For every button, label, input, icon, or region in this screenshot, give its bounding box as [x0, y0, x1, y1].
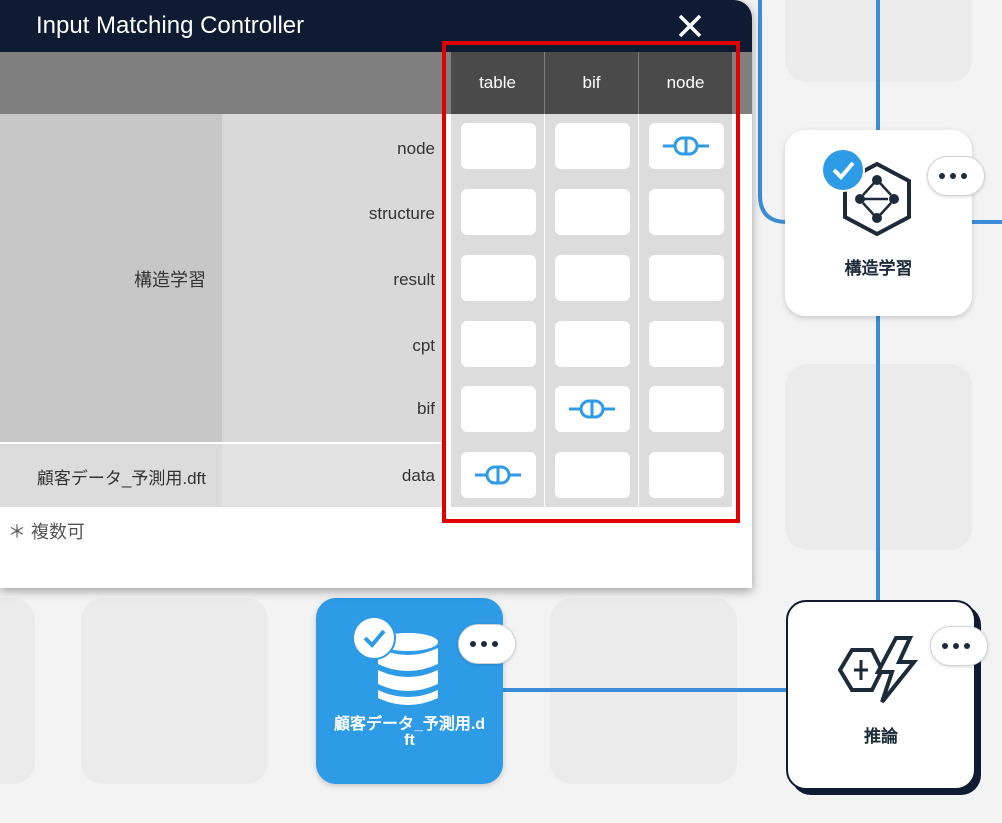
close-icon[interactable]	[676, 12, 704, 40]
canvas-slot	[81, 598, 268, 784]
match-cell-cpt-table[interactable]	[461, 321, 536, 367]
link-icon	[663, 136, 709, 156]
match-cell-cpt-node[interactable]	[649, 321, 724, 367]
ellipsis-icon[interactable]	[458, 624, 516, 664]
port-column	[222, 114, 444, 442]
customer-data-label-line2: ft	[404, 732, 415, 749]
group-name: 顧客データ_予測用.dft	[36, 469, 206, 488]
port-label-bif: bif	[417, 399, 435, 418]
port-label-result: result	[393, 270, 435, 289]
check-icon	[352, 616, 396, 660]
inference-label: 推論	[864, 727, 898, 746]
canvas-slot	[0, 598, 35, 784]
link-icon	[475, 465, 521, 485]
multiple-allowed-note: ＊ 複数可	[8, 522, 86, 542]
check-icon	[821, 148, 865, 192]
match-cell-data-bif[interactable]	[555, 452, 630, 498]
lightning-network-icon	[837, 636, 919, 704]
match-cell-bif-node[interactable]	[649, 386, 724, 432]
matrix-column-table	[451, 114, 544, 507]
match-cell-node-node[interactable]	[649, 123, 724, 169]
matrix-column-node	[639, 114, 732, 507]
group-structure-learning: 構造学習	[0, 114, 222, 442]
match-cell-bif-bif[interactable]	[555, 386, 630, 432]
match-cell-node-table[interactable]	[461, 123, 536, 169]
ellipsis-icon[interactable]	[927, 156, 985, 196]
column-header-table: table	[451, 52, 544, 114]
match-cell-cpt-bif[interactable]	[555, 321, 630, 367]
dialog-title: Input Matching Controller	[36, 12, 305, 39]
match-cell-result-bif[interactable]	[555, 255, 630, 301]
port-column	[222, 444, 444, 507]
port-label-node: node	[397, 139, 435, 158]
match-cell-result-node[interactable]	[649, 255, 724, 301]
group-name: 構造学習	[134, 270, 206, 290]
input-matching-dialog: Input Matching Controller table bif node…	[0, 0, 752, 588]
match-cell-result-table[interactable]	[461, 255, 536, 301]
customer-data-node[interactable]: 顧客データ_予測用.d ft	[316, 598, 516, 784]
customer-data-label-line1: 顧客データ_予測用.d	[333, 716, 486, 733]
match-cell-structure-node[interactable]	[649, 189, 724, 235]
structure-learning-node[interactable]: 構造学習	[785, 130, 985, 316]
match-cell-structure-table[interactable]	[461, 189, 536, 235]
group-customer-data: 顧客データ_予測用.dft	[0, 444, 222, 507]
inference-node[interactable]: 推論	[786, 600, 988, 790]
port-label-data: data	[401, 466, 435, 485]
highlight-box	[442, 41, 740, 523]
match-cell-data-table[interactable]	[461, 452, 536, 498]
matrix-column-bif	[545, 114, 638, 507]
link-icon	[569, 399, 615, 419]
match-cell-node-bif[interactable]	[555, 123, 630, 169]
column-header-bif: bif	[545, 52, 638, 114]
match-cell-structure-bif[interactable]	[555, 189, 630, 235]
ellipsis-icon[interactable]	[930, 626, 988, 666]
match-cell-data-node[interactable]	[649, 452, 724, 498]
port-label-structure: structure	[368, 204, 435, 223]
port-label-cpt: cpt	[412, 336, 435, 355]
match-cell-bif-table[interactable]	[461, 386, 536, 432]
structure-learning-label: 構造学習	[844, 259, 913, 278]
group-divider	[0, 442, 444, 444]
column-header-node: node	[639, 52, 732, 114]
